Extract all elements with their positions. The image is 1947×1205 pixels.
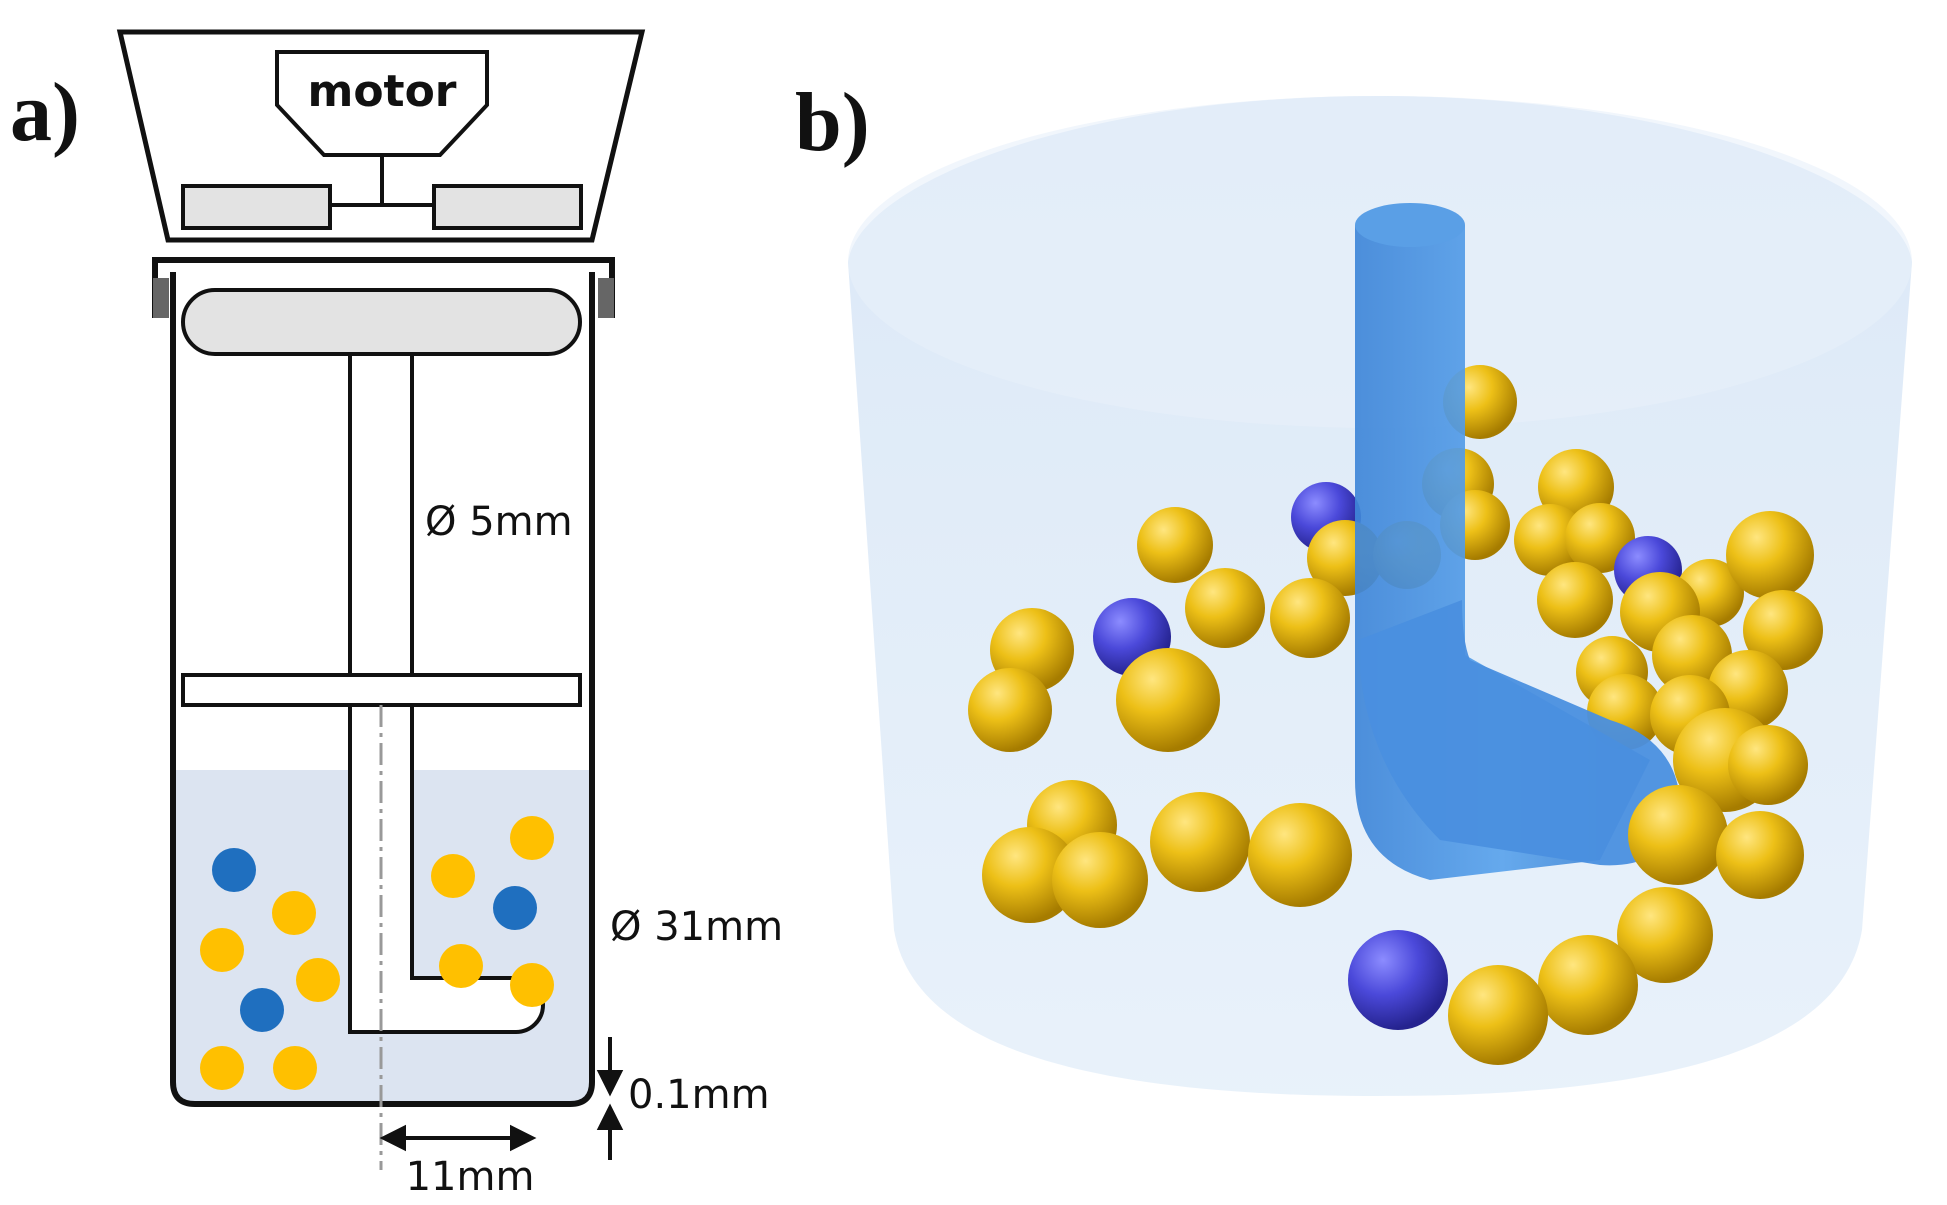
vessel-diameter-label: Ø 31mm	[610, 904, 783, 950]
shaft-diameter-label: Ø 5mm	[425, 499, 573, 545]
motor-magnet-left	[181, 184, 332, 230]
panel-a: a) motor	[10, 29, 783, 1200]
panel-b: b)	[795, 76, 1912, 1096]
gap-arrows	[596, 1037, 624, 1160]
render-stirrer	[1355, 203, 1680, 880]
ball-blue	[212, 848, 256, 892]
motor-label: motor	[307, 66, 456, 117]
ball-blue	[240, 988, 284, 1032]
ball-yellow	[272, 891, 316, 935]
ball-yellow	[431, 854, 475, 898]
impeller-length-label: 11mm	[406, 1154, 535, 1200]
ball-yellow	[200, 928, 244, 972]
motor-box	[275, 50, 489, 157]
grinding-balls-schematic	[200, 816, 554, 1090]
motor-magnet-right	[432, 184, 583, 230]
stirrer-magnet	[181, 288, 582, 356]
stirrer-crossbar	[181, 673, 582, 707]
ball-yellow	[439, 944, 483, 988]
panel-b-label: b)	[795, 76, 870, 169]
ball-yellow	[273, 1046, 317, 1090]
ball-yellow	[510, 816, 554, 860]
panel-a-label: a)	[10, 66, 80, 159]
ball-yellow	[510, 963, 554, 1007]
ball-yellow	[200, 1046, 244, 1090]
ball-yellow	[296, 958, 340, 1002]
ball-blue	[493, 886, 537, 930]
gap-label: 0.1mm	[628, 1072, 770, 1118]
length-arrow	[379, 1124, 537, 1152]
render-balls-front	[982, 708, 1808, 1065]
